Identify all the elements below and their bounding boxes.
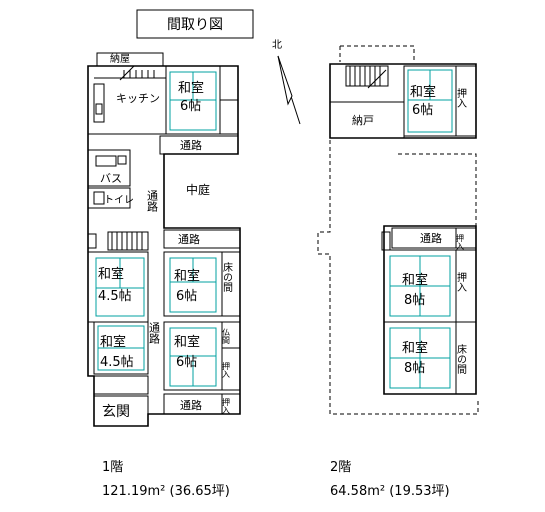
f2-oshiire-corr: 押入 — [456, 233, 465, 250]
f2-washitsu-top: 和室 — [410, 84, 436, 100]
f1-corridor-top: 通路 — [180, 139, 202, 152]
f1-washitsu-w2: 和室 — [100, 334, 126, 350]
f1-bath: バス — [100, 172, 122, 185]
f1-washitsu-c1-size: 6帖 — [176, 289, 197, 304]
f2-washitsu-top-size: 6帖 — [412, 103, 433, 118]
f1-courtyard: 中庭 — [186, 182, 210, 197]
f1-butsuma: 仏間 — [222, 328, 231, 345]
f1-washitsu-c2: 和室 — [174, 334, 200, 350]
f2-washitsu-mid-size: 8帖 — [404, 293, 425, 308]
f2-oshiire-mid: 押入 — [455, 271, 467, 292]
f1-washitsu-c1: 和室 — [174, 268, 200, 284]
plan-title: 間取り図 — [167, 17, 223, 33]
f1-corridor-bottom: 通路 — [180, 399, 202, 412]
compass-label: 北 — [272, 39, 282, 51]
f2-washitsu-bot: 和室 — [402, 340, 428, 356]
f1-oshiire1: 押入 — [222, 361, 231, 378]
f1-corridor-vertical2: 通路 — [148, 322, 161, 345]
f1-corridor-mid: 通路 — [178, 233, 200, 246]
floor1-area: 121.19m² (36.65坪) — [102, 484, 230, 499]
f2-nando: 納戸 — [352, 114, 374, 127]
floor2-label: 2階 — [330, 460, 352, 475]
f2-corridor: 通路 — [420, 232, 442, 245]
f1-tokonoma: 床の間 — [221, 261, 233, 293]
f1-washitsu-w1: 和室 — [98, 266, 124, 282]
f2-oshiire-top: 押入 — [455, 87, 467, 108]
f1-washitsu-ne-size: 6帖 — [180, 99, 201, 114]
f2-washitsu-mid: 和室 — [402, 272, 428, 288]
north-compass: 北 — [272, 39, 301, 125]
f1-toilet: トイレ — [104, 195, 134, 206]
f1-kitchen: キッチン — [116, 92, 160, 105]
f1-washitsu-c2-size: 6帖 — [176, 355, 197, 370]
floor1-label: 1階 — [102, 460, 124, 475]
f1-entrance: 玄関 — [102, 403, 130, 420]
f1-washitsu-w2-size: 4.5帖 — [100, 355, 134, 370]
f1-oshiire2: 押入 — [222, 397, 231, 414]
f1-storage: 納屋 — [110, 52, 130, 65]
f1-washitsu-w1-size: 4.5帖 — [98, 289, 132, 304]
f1-washitsu-ne: 和室 — [178, 80, 204, 96]
floor2-plan: 和室 6帖 押入 納戸 通路 押入 和室 8帖 押入 和室 8帖 床の間 — [317, 45, 479, 415]
f2-tokonoma: 床の間 — [455, 343, 467, 375]
f1-corridor-vertical: 通路 — [146, 190, 159, 213]
f2-washitsu-bot-size: 8帖 — [404, 361, 425, 376]
title-box: 間取り図 — [136, 9, 254, 39]
floor2-area: 64.58m² (19.53坪) — [330, 484, 450, 499]
floor1-plan: 納屋 キッチン 和室 6帖 通路 バス トイレ 通路 中庭 — [87, 52, 241, 427]
